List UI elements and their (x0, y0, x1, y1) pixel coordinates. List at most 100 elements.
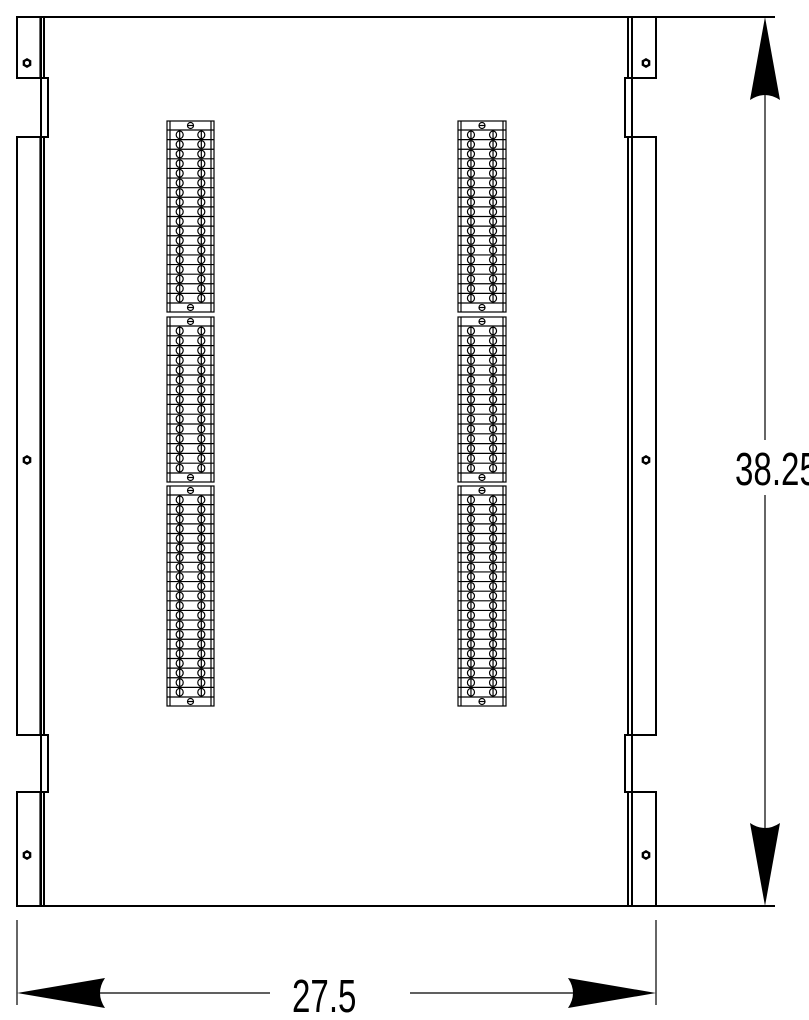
terminal-screw-icon (488, 188, 498, 197)
terminal-row (167, 609, 214, 620)
terminal-row (167, 657, 214, 668)
terminal-screw-icon (466, 264, 476, 274)
terminal-row (175, 326, 206, 336)
terminal-screw-icon (175, 533, 184, 543)
terminal-screw-icon (175, 355, 184, 365)
terminal-screw-icon (175, 293, 184, 303)
terminal-row (458, 452, 506, 463)
terminal-screw-icon (466, 533, 476, 543)
hex-nut-icon (641, 58, 651, 68)
end-screw-icon (186, 486, 195, 495)
terminal-screw-icon (197, 226, 206, 236)
terminal-row (458, 292, 506, 303)
terminal-screw-icon (466, 562, 476, 572)
end-screw-icon (478, 317, 486, 326)
terminal-screw-icon (466, 620, 476, 630)
terminal-screw-icon (466, 207, 476, 217)
terminal-row (167, 345, 214, 355)
terminal-screw-icon (466, 649, 476, 659)
terminal-row (167, 600, 214, 611)
terminal-screw-icon (466, 188, 476, 197)
terminal-screw-icon (466, 255, 476, 265)
terminal-screw-icon (488, 414, 498, 424)
terminal-screw-icon (488, 678, 498, 687)
terminal-row (458, 187, 506, 197)
terminal-screw-icon (488, 404, 498, 414)
terminal-screw-icon (197, 591, 206, 601)
terminal-row (175, 495, 206, 505)
terminal-screw-icon (175, 395, 184, 404)
terminal-screw-icon (488, 255, 498, 265)
terminal-screw-icon (197, 355, 206, 365)
terminal-screw-icon (197, 395, 206, 404)
terminal-row (458, 443, 506, 453)
end-screw-icon (478, 473, 486, 482)
terminal-row (458, 177, 506, 188)
terminal-screw-icon (175, 226, 184, 236)
end-screw-icon (186, 317, 195, 326)
terminal-screw-icon (197, 197, 206, 207)
terminal-screw-icon (488, 543, 498, 553)
terminal-screw-icon (175, 562, 184, 572)
terminal-row (167, 523, 214, 534)
terminal-screw-icon (466, 140, 476, 149)
terminal-screw-icon (197, 581, 206, 591)
terminal-row (167, 513, 214, 524)
terminal-row (458, 374, 506, 385)
terminal-block (166, 485, 215, 707)
terminal-screw-icon (488, 274, 498, 284)
terminal-screw-icon (488, 630, 498, 639)
terminal-screw-icon (175, 336, 184, 346)
terminal-row (458, 254, 506, 265)
terminal-block (166, 316, 215, 483)
terminal-screw-icon (175, 414, 184, 424)
terminal-row (167, 638, 214, 649)
terminal-screw-icon (197, 216, 206, 226)
terminal-screw-icon (466, 216, 476, 226)
terminal-screw-icon (197, 178, 206, 188)
terminal-screw-icon (488, 178, 498, 188)
terminal-screw-icon (197, 620, 206, 630)
terminal-row (167, 542, 214, 553)
terminal-screw-icon (175, 197, 184, 207)
terminal-screw-icon (197, 533, 206, 543)
terminal-row (458, 283, 506, 293)
terminal-row (458, 513, 506, 524)
terminal-screw-icon (466, 601, 476, 611)
terminal-screw-icon (197, 424, 206, 434)
terminal-screw-icon (197, 601, 206, 611)
terminal-screw-icon (466, 572, 476, 582)
terminal-screw-icon (466, 197, 476, 207)
terminal-row (167, 667, 214, 678)
terminal-screw-icon (197, 414, 206, 424)
end-screw-icon (186, 473, 195, 482)
terminal-screw-icon (466, 610, 476, 620)
terminal-screw-icon (175, 591, 184, 601)
terminal-screw-icon (197, 188, 206, 197)
terminal-row (167, 580, 214, 591)
hex-nut-icon (641, 455, 651, 465)
terminal-row (167, 354, 214, 365)
terminal-row (458, 139, 506, 149)
terminal-screw-icon (175, 424, 184, 434)
terminal-screw-icon (466, 678, 476, 687)
terminal-screw-icon (466, 630, 476, 639)
end-screw-icon (478, 697, 486, 706)
terminal-row (458, 657, 506, 668)
terminal-row (167, 254, 214, 265)
terminal-screw-icon (175, 553, 184, 562)
terminal-row (458, 413, 506, 424)
end-screw-icon (478, 486, 486, 495)
terminal-row (167, 629, 214, 639)
width-dimension: 27.5 (16, 920, 657, 1020)
terminal-row (458, 629, 506, 639)
terminal-row (167, 167, 214, 178)
terminal-row (167, 283, 214, 293)
terminal-screw-icon (466, 293, 476, 303)
terminal-screw-icon (175, 514, 184, 524)
terminal-screw-icon (488, 130, 498, 140)
terminal-screw-icon (175, 264, 184, 274)
terminal-screw-icon (197, 453, 206, 463)
terminal-screw-icon (488, 245, 498, 255)
